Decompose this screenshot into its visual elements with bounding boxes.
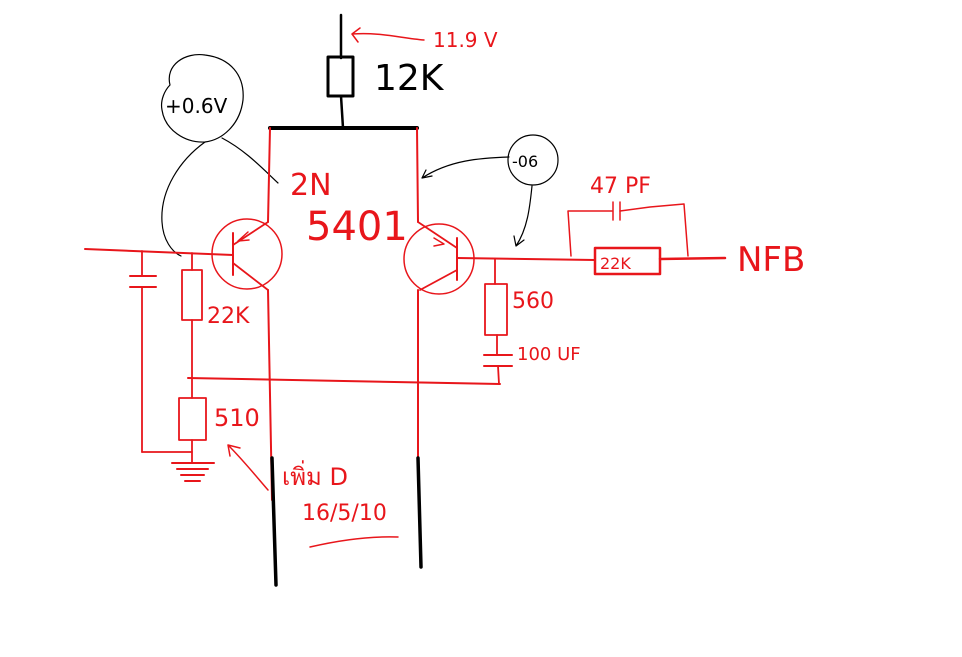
right-transistor [403,127,475,295]
feedback-capacitor [567,201,689,257]
collector-resistor [326,55,355,98]
emitter-bus [187,377,501,385]
emitter-resistor-label: 510 [214,404,260,432]
transistor-number-label: 5401 [306,204,408,250]
bias-resistor-label: 22K [207,304,250,329]
right-resistor [484,258,508,355]
bias-resistor [181,252,203,399]
right-capacitor-label: 100 UF [517,344,581,365]
left-voltage-callout: +0.6V [160,53,279,257]
right-base-line [456,257,596,261]
right-resistor-label: 560 [512,289,554,314]
right-capacitor [483,354,513,385]
left-transistor [211,127,283,291]
feedback-capacitor-label: 47 PF [590,174,651,199]
transistor-part-label: 2N [290,168,332,203]
left-base-voltage-label: +0.6V [165,94,228,118]
supply-arrow [351,27,425,43]
right-base-voltage-label: -06 [512,152,538,171]
input-line [84,248,234,256]
right-voltage-callout: -06 [421,134,559,247]
supply-rail [268,13,419,130]
ground-icon [171,462,215,482]
feedback-resistor-label: 22K [600,254,631,273]
collector-resistor-label: 12K [374,58,445,99]
note-arrow [227,444,269,491]
left-output-line [270,456,278,587]
supply-voltage-label: 11.9 V [433,28,498,52]
emitter-resistor [178,397,207,463]
feedback-resistor [593,246,727,276]
nfb-label: NFB [737,240,805,280]
note-underline [309,536,399,548]
input-capacitor [129,250,193,453]
note-thai-label: เพิ่ม D [282,460,348,491]
note-date-label: 16/5/10 [302,501,387,526]
right-output-line [416,456,423,569]
